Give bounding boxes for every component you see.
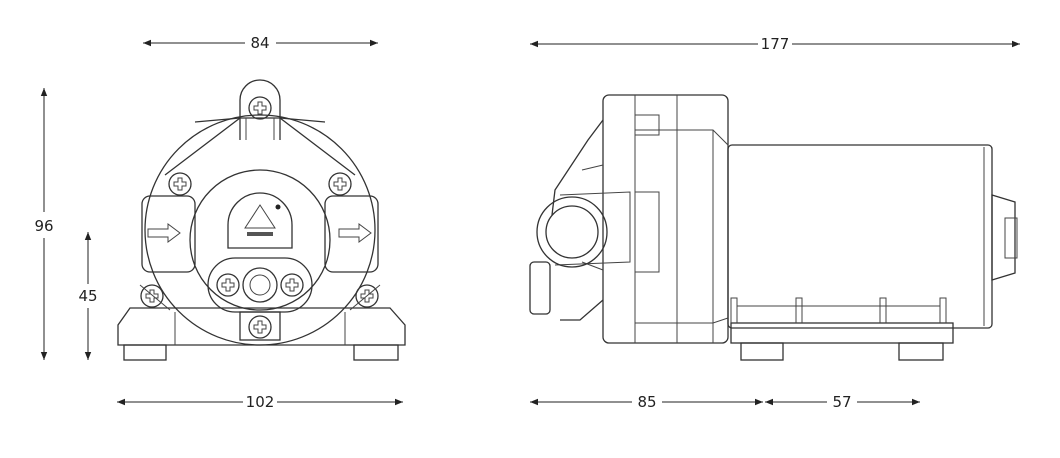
front-view [117, 79, 406, 361]
side-base [730, 322, 954, 344]
screw-icon [280, 273, 304, 297]
dimension-96: 96 [34, 88, 54, 360]
arrow-right-icon [338, 223, 372, 243]
side-lower-fitting [529, 261, 551, 315]
screw-icon [328, 172, 352, 196]
bottom-port-plate [207, 257, 313, 313]
dim-label: 85 [637, 393, 656, 411]
inlet-port [141, 195, 196, 273]
dimension-84: 84 [143, 34, 378, 52]
screw-icon [168, 172, 192, 196]
arrow-right-icon [147, 223, 181, 243]
screw-icon [248, 96, 272, 120]
pump-head-block [602, 94, 729, 344]
side-inlet-fitting [536, 196, 608, 268]
side-foot-right [898, 342, 944, 361]
outlet-port [324, 195, 379, 273]
dimension-177: 177 [530, 35, 1020, 53]
motor-end-cap [991, 194, 1016, 281]
pump-head-circle [189, 169, 331, 311]
dim-label: 102 [246, 393, 275, 411]
logo-triangle-icon [244, 204, 276, 229]
front-foot-right [353, 344, 399, 361]
dim-label: 96 [34, 217, 53, 235]
side-view [529, 94, 1018, 361]
dimension-102: 102 [117, 393, 403, 411]
screw-icon [248, 315, 272, 339]
dim-label: 84 [250, 34, 269, 52]
motor-housing [727, 144, 993, 329]
dimension-57: 57 [765, 393, 920, 411]
side-foot-left [740, 342, 784, 361]
dim-label: 177 [761, 35, 790, 53]
logo-badge [227, 192, 293, 249]
dimension-45: 45 [78, 232, 98, 360]
dim-label: 45 [78, 287, 97, 305]
pump-body-outline [144, 114, 376, 346]
screw-icon [216, 273, 240, 297]
dim-label: 57 [832, 393, 851, 411]
top-bracket [239, 79, 281, 140]
front-base [117, 307, 406, 346]
front-foot-left [123, 344, 167, 361]
dimension-85: 85 [530, 393, 763, 411]
